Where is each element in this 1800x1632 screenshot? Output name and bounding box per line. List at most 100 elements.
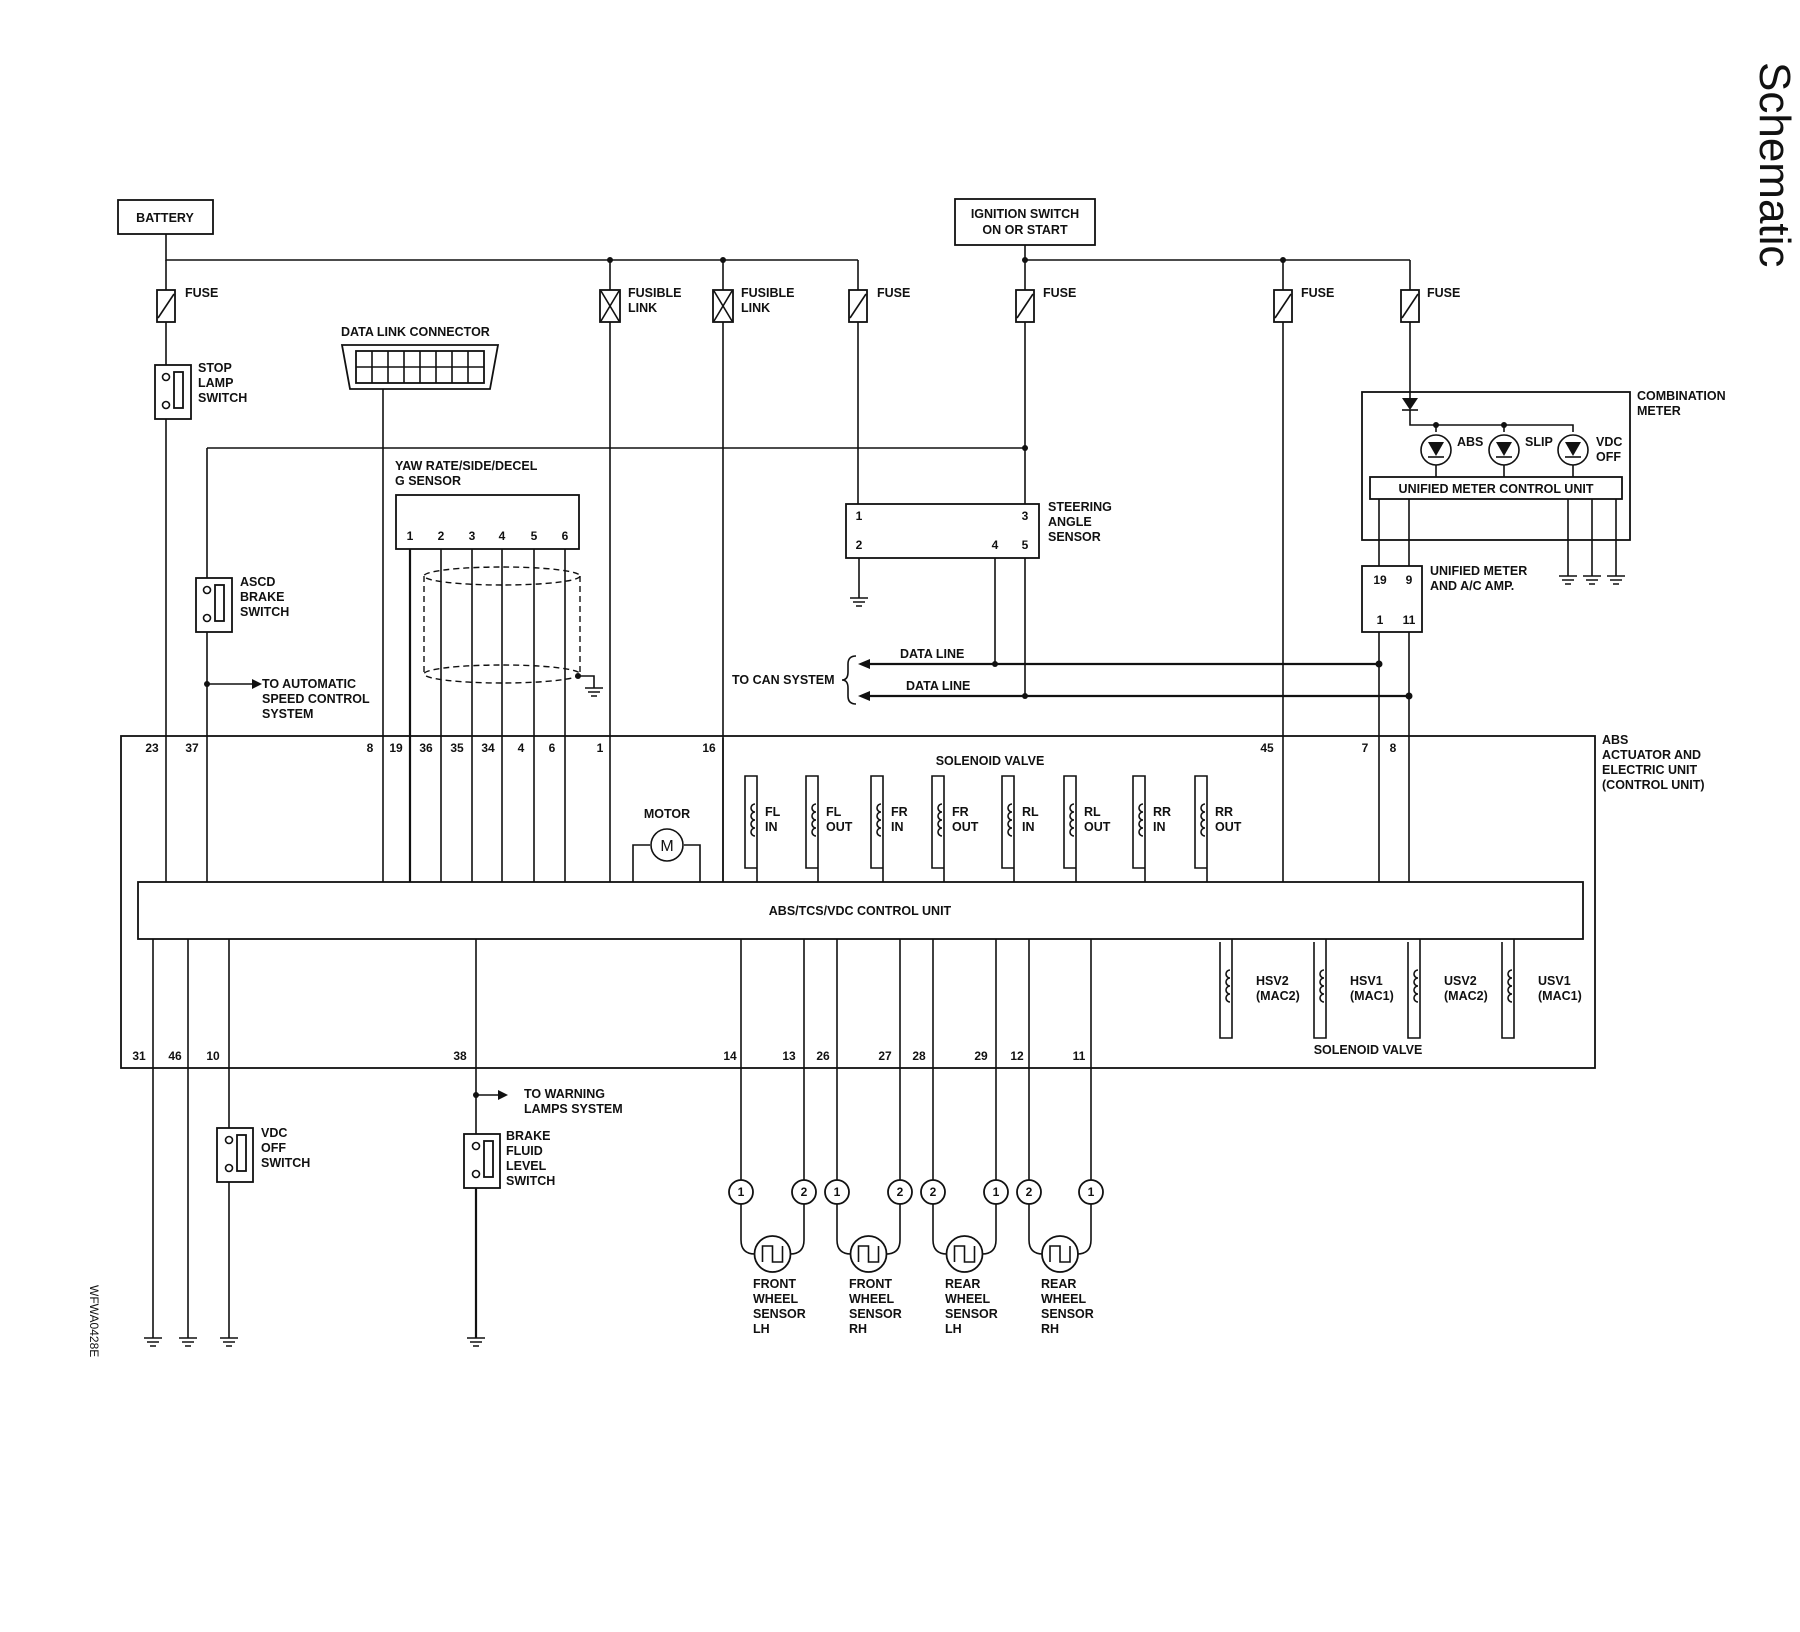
yaw-pin: 2 <box>438 529 445 543</box>
shield <box>423 566 603 697</box>
valve-label: (MAC1) <box>1538 989 1582 1003</box>
bottom-pin: 29 <box>974 1049 988 1063</box>
wheel-sensor-label: WHEEL <box>753 1292 799 1306</box>
ignition-label-1: IGNITION SWITCH <box>971 207 1079 221</box>
amp-pin: 9 <box>1406 573 1413 587</box>
valve-label: OUT <box>952 820 979 834</box>
fuse-label: FUSE <box>1301 286 1334 300</box>
steering-label-3: SENSOR <box>1048 530 1101 544</box>
bottom-pin: 31 <box>132 1049 146 1063</box>
to-asc-line-1: TO AUTOMATIC <box>262 677 356 691</box>
valve-label: USV1 <box>1538 974 1571 988</box>
vdc-lamp-label-2: OFF <box>1596 450 1621 464</box>
fuse-label: FUSE <box>1043 286 1076 300</box>
steer-pin: 1 <box>856 509 863 523</box>
ignition-label-2: ON OR START <box>982 223 1068 237</box>
top-pin: 19 <box>389 741 403 755</box>
top-pin: 16 <box>702 741 716 755</box>
valve-label: OUT <box>1215 820 1242 834</box>
yaw-pin: 5 <box>531 529 538 543</box>
valve-label: USV2 <box>1444 974 1477 988</box>
ascd-label-1: ASCD <box>240 575 275 589</box>
bottom-pin: 14 <box>723 1049 737 1063</box>
yaw-label-2: G SENSOR <box>395 474 461 488</box>
fuse-label: FUSE <box>185 286 218 300</box>
valve-label: HSV2 <box>1256 974 1289 988</box>
top-pin: 7 <box>1362 741 1369 755</box>
amp-label-2: AND A/C AMP. <box>1430 579 1514 593</box>
fusible-link-label-1: FUSIBLE <box>628 286 681 300</box>
fuse-abs-ign: FUSE <box>1273 260 1334 323</box>
brake-fluid-label-3: LEVEL <box>506 1159 547 1173</box>
yaw-pin: 3 <box>469 529 476 543</box>
solenoid-valve-usv1: USV1(MAC1) <box>1501 939 1582 1039</box>
abs-unit-label-3: ELECTRIC UNIT <box>1602 763 1698 777</box>
wheel-sensor-label: RH <box>1041 1322 1059 1336</box>
ignition-switch: IGNITION SWITCH ON OR START <box>954 198 1096 246</box>
vdc-off-switch: VDC OFF SWITCH <box>216 1126 310 1183</box>
brake-fluid-label-1: BRAKE <box>506 1129 550 1143</box>
abs-unit-label-2: ACTUATOR AND <box>1602 748 1701 762</box>
valve-label: (MAC2) <box>1256 989 1300 1003</box>
top-pin: 34 <box>481 741 495 755</box>
bottom-pin: 26 <box>816 1049 830 1063</box>
abs-unit-label-4: (CONTROL UNIT) <box>1602 778 1705 792</box>
top-pin: 23 <box>145 741 159 755</box>
to-warning-line-1: TO WARNING <box>524 1087 605 1101</box>
can-system-label: TO CAN SYSTEM <box>732 673 835 687</box>
wheel-sensor-label: FRONT <box>849 1277 892 1291</box>
steering-label-1: STEERING <box>1048 500 1112 514</box>
combination-label-2: METER <box>1637 404 1681 418</box>
abs-unit-label-1: ABS <box>1602 733 1628 747</box>
valve-label: FL <box>826 805 842 819</box>
top-pin: 8 <box>1390 741 1397 755</box>
yaw-rate-sensor: YAW RATE/SIDE/DECEL G SENSOR 1 2 3 4 5 6 <box>395 459 580 550</box>
valve-label: RL <box>1084 805 1101 819</box>
bottom-pin: 11 <box>1073 1049 1086 1063</box>
yaw-pin: 4 <box>499 529 506 543</box>
valve-label: RL <box>1022 805 1039 819</box>
vdc-switch-label-3: SWITCH <box>261 1156 310 1170</box>
ascd-brake-switch: ASCD BRAKE SWITCH <box>195 575 289 633</box>
wheel-sensor-label: SENSOR <box>945 1307 998 1321</box>
fusible-link-label-2: LINK <box>628 301 657 315</box>
valve-label: RR <box>1153 805 1171 819</box>
wheel-sensor-label: SENSOR <box>1041 1307 1094 1321</box>
stop-lamp-label-1: STOP <box>198 361 232 375</box>
valve-label: FR <box>891 805 908 819</box>
combination-label-1: COMBINATION <box>1637 389 1726 403</box>
top-pin: 45 <box>1260 741 1274 755</box>
vdc-switch-label-2: OFF <box>261 1141 286 1155</box>
bottom-pin: 10 <box>206 1049 220 1063</box>
to-warning-line-2: LAMPS SYSTEM <box>524 1102 623 1116</box>
vdc-off-lamp: VDC OFF <box>1557 434 1622 466</box>
solenoid-valve-usv2: USV2(MAC2) <box>1407 939 1488 1039</box>
combination-meter: COMBINATION METER ABS SLIP VDC OFF UNIFI… <box>1361 322 1726 585</box>
sensor-pin: 2 <box>897 1185 904 1199</box>
page-title: Schematic <box>1750 62 1799 267</box>
sensor-pin: 2 <box>930 1185 937 1199</box>
fusible-link-2: FUSIBLE LINK <box>712 260 794 323</box>
slip-lamp-label: SLIP <box>1525 435 1553 449</box>
fusible-link-label-1: FUSIBLE <box>741 286 794 300</box>
top-pin: 4 <box>518 741 525 755</box>
valve-label: OUT <box>826 820 853 834</box>
fuse-meter: FUSE <box>1400 260 1460 323</box>
sensor-pin: 2 <box>801 1185 808 1199</box>
valve-label: IN <box>891 820 904 834</box>
solenoid-valve-hsv1: HSV1(MAC1) <box>1313 939 1394 1039</box>
top-pin: 1 <box>597 741 604 755</box>
wheel-sensor-label: REAR <box>945 1277 980 1291</box>
solenoid-valve-bottom-label: SOLENOID VALVE <box>1314 1043 1423 1057</box>
brake-fluid-label-2: FLUID <box>506 1144 543 1158</box>
